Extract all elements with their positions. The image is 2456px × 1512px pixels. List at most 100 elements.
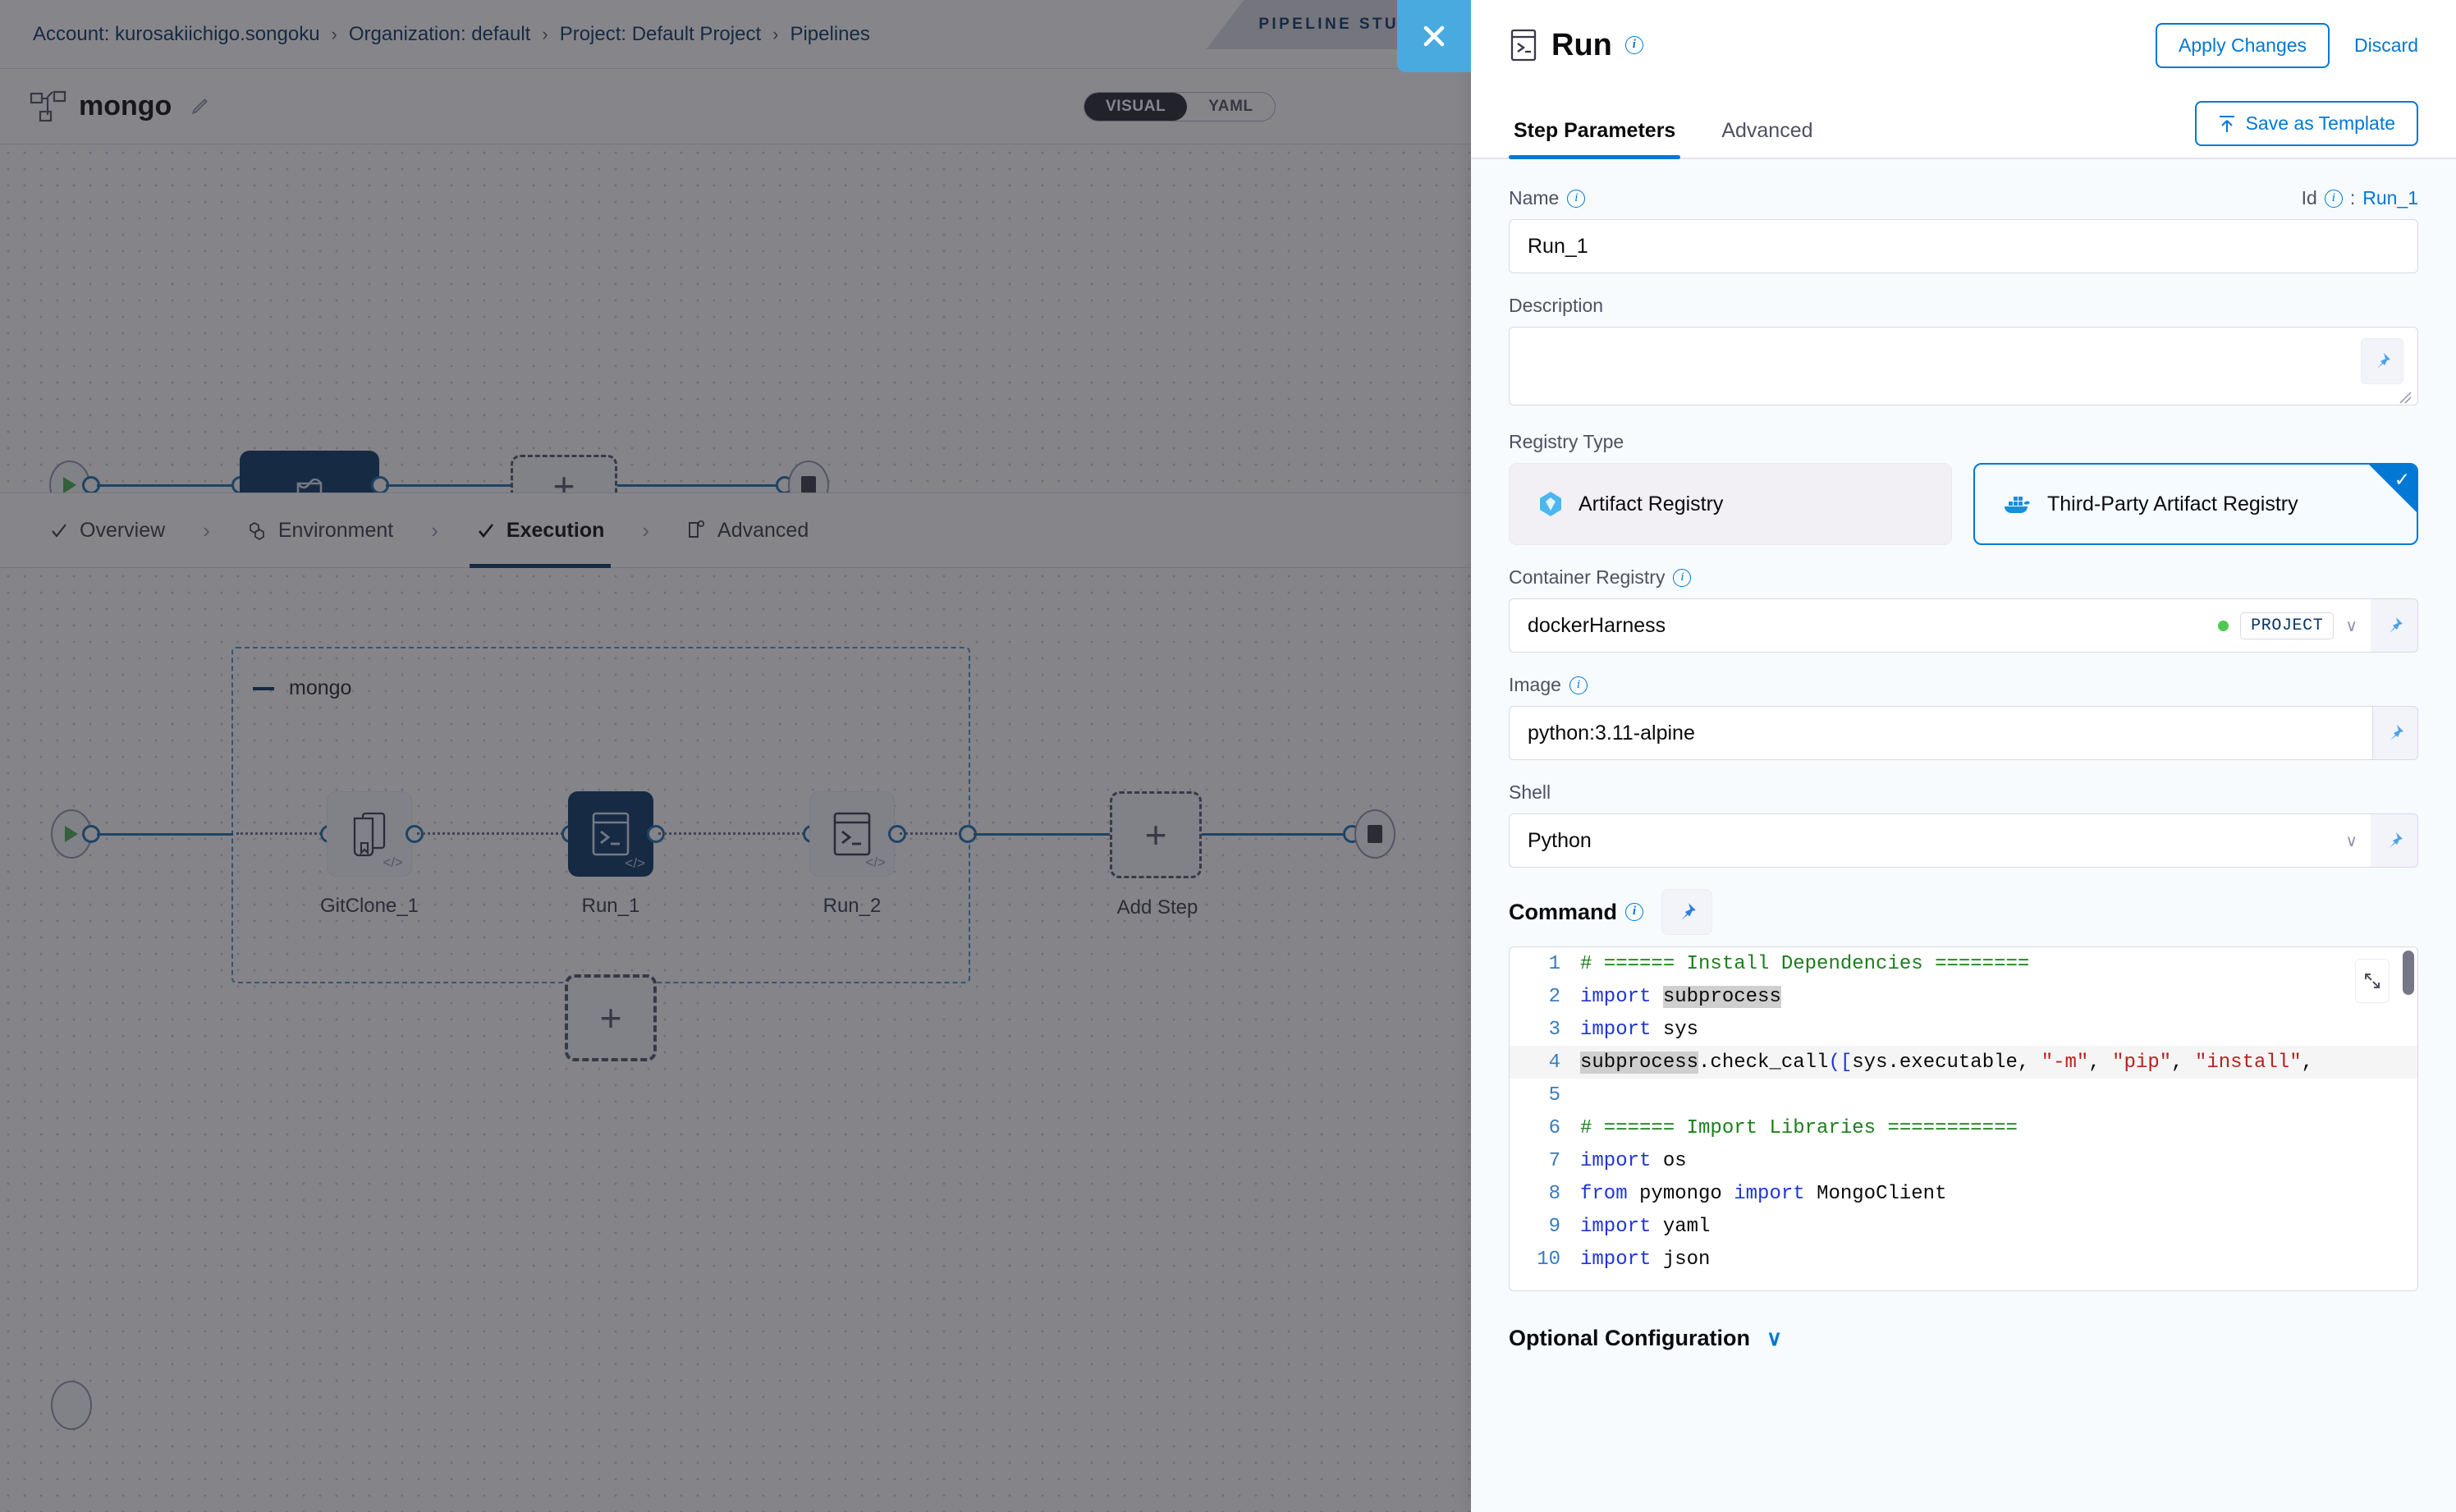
- code-line-text[interactable]: from pymongo import MongoClient: [1580, 1183, 1947, 1205]
- editor-scrollbar-thumb[interactable]: [2403, 951, 2414, 995]
- close-drawer-button[interactable]: [1397, 0, 1471, 72]
- code-line-number: 4: [1548, 1051, 1560, 1074]
- code-line-text[interactable]: import json: [1580, 1249, 1710, 1271]
- code-token: import: [1580, 1215, 1663, 1238]
- pin-icon: [2377, 353, 2390, 369]
- registry-type-group: Registry Type Artifact Registry: [1509, 431, 2418, 545]
- docker-icon: [2005, 497, 2030, 513]
- info-icon[interactable]: i: [1673, 568, 1692, 587]
- code-line-number: 2: [1548, 985, 1560, 1008]
- description-textarea[interactable]: [1509, 327, 2418, 405]
- optional-configuration-toggle[interactable]: Optional Configuration ∨: [1509, 1326, 2418, 1351]
- id-separator: :: [2349, 187, 2356, 208]
- code-line-text[interactable]: subprocess.check_call([sys.executable, "…: [1580, 1051, 2313, 1074]
- code-line: 2 import subprocess: [1510, 980, 2417, 1013]
- description-textarea-wrap: [1509, 327, 2418, 410]
- shell-label: Shell: [1509, 781, 1551, 803]
- container-registry-select[interactable]: dockerHarness PROJECT ∨: [1509, 598, 2371, 653]
- terminal-icon: [1510, 29, 1537, 62]
- tab-advanced[interactable]: Advanced: [1721, 119, 1813, 142]
- description-label: Description: [1509, 295, 1604, 316]
- apply-changes-button[interactable]: Apply Changes: [2156, 22, 2330, 68]
- pipeline-studio: Account: kurosakiichigo.songoku › Organi…: [0, 0, 1471, 1512]
- name-label-row: Name i Id i : Run_1: [1509, 187, 2418, 209]
- command-label: Command i: [1509, 899, 1644, 925]
- discard-button[interactable]: Discard: [2354, 34, 2418, 56]
- code-token: subprocess: [1580, 1051, 1699, 1074]
- drawer-header: Run i Apply Changes Discard: [1471, 0, 2456, 90]
- registry-option-label: Artifact Registry: [1579, 492, 1724, 515]
- code-line: 1# ====== Install Dependencies ========: [1510, 947, 2417, 980]
- modal-dim-overlay: [0, 0, 1471, 1512]
- code-token: import: [1580, 1149, 1663, 1172]
- code-token: "pip": [2112, 1051, 2172, 1074]
- info-icon[interactable]: i: [1567, 189, 1586, 208]
- code-token: subprocess: [1662, 985, 1781, 1008]
- code-line-number: 6: [1548, 1116, 1560, 1139]
- chevron-down-icon[interactable]: ∨: [2345, 616, 2357, 635]
- step-config-drawer: Run i Apply Changes Discard Step Paramet…: [1471, 0, 2456, 1512]
- command-group: Command i 1# ====== Install Dependencies…: [1509, 889, 2418, 1291]
- pin-icon: [2390, 725, 2403, 740]
- name-label: Name i: [1509, 187, 1586, 209]
- code-token: ,: [2171, 1051, 2195, 1074]
- code-token: "install": [2194, 1051, 2302, 1074]
- image-pin-button[interactable]: [2372, 706, 2418, 760]
- code-token: .check_call: [1698, 1051, 1829, 1074]
- info-icon[interactable]: i: [2324, 189, 2343, 208]
- command-label-text: Command: [1509, 899, 1618, 924]
- close-icon: [1423, 25, 1445, 47]
- code-line-text[interactable]: import os: [1580, 1150, 1687, 1172]
- shell-select-wrap: Python ∨: [1509, 813, 2418, 868]
- step-id-group: Id i : Run_1: [2302, 187, 2418, 209]
- id-value: Run_1: [2362, 187, 2418, 208]
- pin-icon: [2389, 832, 2403, 848]
- code-token: ,: [2088, 1051, 2113, 1074]
- expand-editor-button[interactable]: [2355, 959, 2390, 1003]
- image-label-text: Image: [1509, 674, 1561, 695]
- code-line-text[interactable]: # ====== Import Libraries ===========: [1580, 1117, 2018, 1139]
- optional-configuration-label: Optional Configuration: [1509, 1326, 1750, 1350]
- chevron-down-icon: ∨: [1766, 1326, 1782, 1350]
- info-icon[interactable]: i: [1625, 903, 1644, 921]
- name-input[interactable]: [1509, 219, 2418, 273]
- pin-icon: [2389, 617, 2403, 633]
- shell-pin-button[interactable]: [2371, 813, 2418, 868]
- code-token: # ====== Import Libraries ===========: [1580, 1116, 2018, 1139]
- code-token: [: [1840, 1051, 1853, 1074]
- info-icon[interactable]: i: [1624, 36, 1643, 54]
- command-pin-button[interactable]: [1661, 889, 1713, 935]
- save-as-template-button[interactable]: Save as Template: [2194, 101, 2418, 146]
- code-token: # ====== Install Dependencies ========: [1580, 952, 2030, 975]
- code-token: pymongo: [1639, 1182, 1734, 1205]
- name-label-text: Name: [1509, 187, 1560, 208]
- tab-step-parameters[interactable]: Step Parameters: [1509, 119, 1681, 159]
- drawer-tab-strip: Step Parameters Advanced Save as Templat…: [1471, 90, 2456, 159]
- image-label: Image i: [1509, 674, 2418, 696]
- code-line-text[interactable]: import sys: [1580, 1019, 1698, 1041]
- code-line: 5: [1510, 1079, 2417, 1111]
- registry-option-artifact-registry[interactable]: Artifact Registry: [1509, 463, 1952, 545]
- code-token: json: [1662, 1248, 1711, 1271]
- chevron-down-icon[interactable]: ∨: [2345, 832, 2357, 850]
- code-line-text[interactable]: # ====== Install Dependencies ========: [1580, 953, 2029, 975]
- code-line-text[interactable]: import subprocess: [1580, 985, 1781, 1008]
- description-pin-button[interactable]: [2361, 338, 2403, 384]
- container-registry-select-wrap: dockerHarness PROJECT ∨: [1509, 598, 2418, 653]
- shell-select[interactable]: Python ∨: [1509, 813, 2371, 868]
- command-code-editor[interactable]: 1# ====== Install Dependencies ========2…: [1509, 946, 2418, 1291]
- registry-option-third-party-artifact-registry[interactable]: Third-Party Artifact Registry ✓: [1973, 463, 2418, 545]
- image-input[interactable]: [1509, 706, 2373, 760]
- command-header: Command i: [1509, 889, 2418, 935]
- drawer-title: Run: [1551, 27, 1612, 62]
- container-registry-pin-button[interactable]: [2371, 598, 2418, 653]
- upload-template-icon: [2219, 115, 2234, 132]
- drawer-header-actions: Apply Changes Discard: [2156, 22, 2418, 68]
- info-icon[interactable]: i: [1569, 676, 1588, 694]
- image-group: Image i: [1509, 674, 2418, 760]
- expand-icon: [2365, 974, 2380, 988]
- code-token: yaml: [1662, 1215, 1711, 1238]
- code-line-text[interactable]: import yaml: [1580, 1216, 1710, 1238]
